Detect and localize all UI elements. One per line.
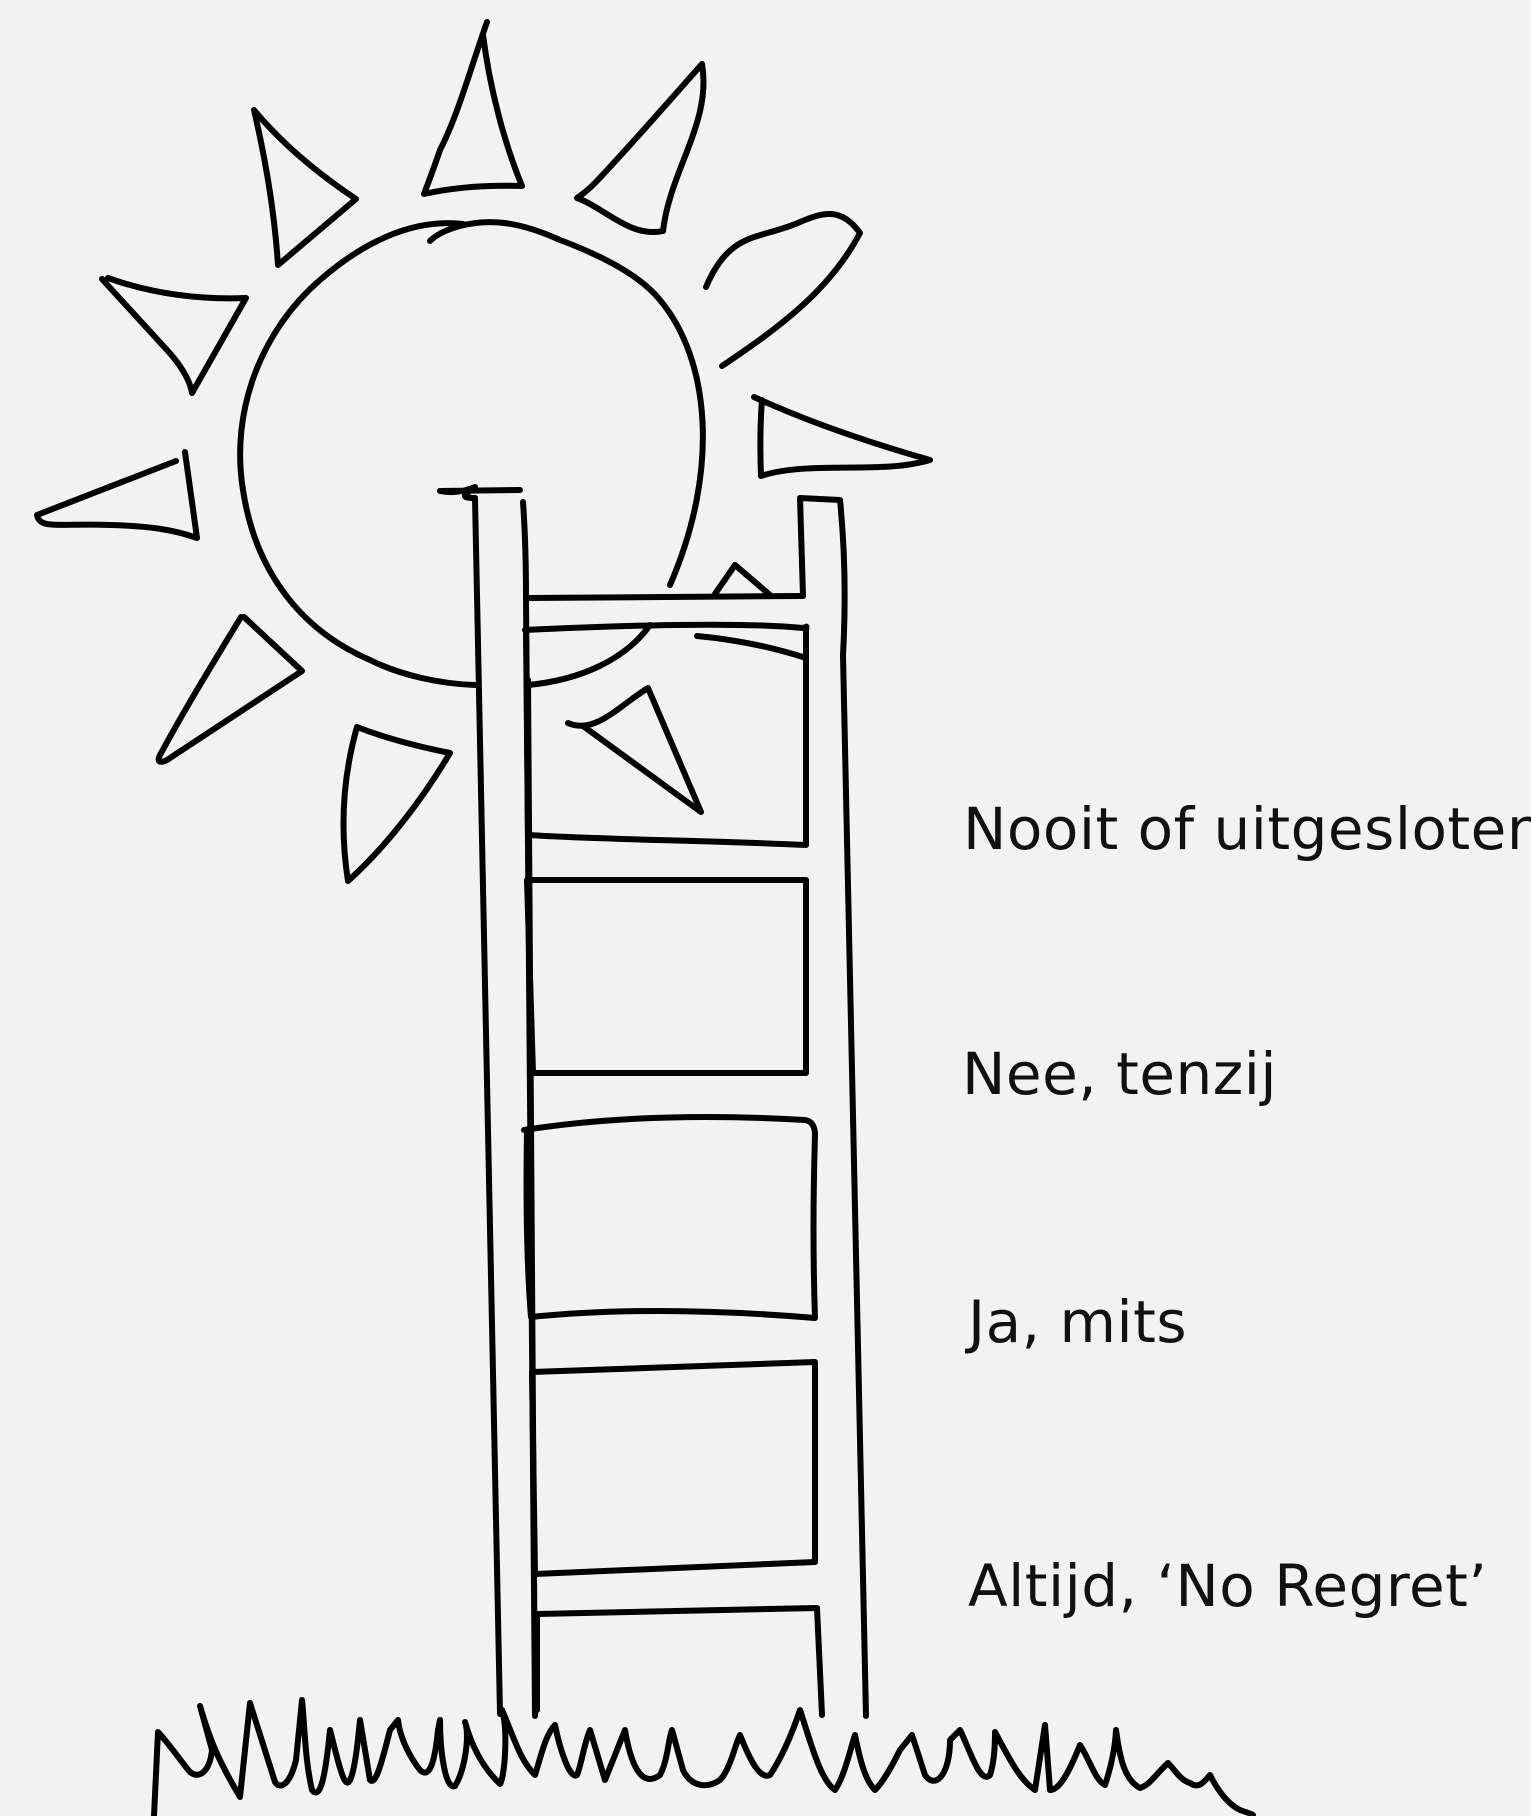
sun-ray-1 [424, 22, 522, 194]
sun-ray-5 [102, 278, 246, 393]
sun-ray-4 [706, 214, 860, 366]
ladder-label-no-unless: Nee, tenzij [962, 1045, 1277, 1103]
ladder [475, 498, 866, 1716]
ladder-label-never: Nooit of uitgesloten [963, 800, 1531, 858]
ladder-step-3 [524, 1117, 815, 1318]
sun-illustration [37, 22, 930, 881]
ladder-step-4 [532, 1362, 815, 1574]
grass-line [154, 1700, 1253, 1816]
sun-ray-9 [343, 727, 450, 881]
sun-ray-2 [577, 64, 704, 232]
sun-ray-8 [159, 617, 302, 762]
ladder-label-yes-provided: Ja, mits [968, 1293, 1187, 1351]
sun-ray-7 [37, 452, 197, 538]
ladder-right-rail [800, 498, 866, 1716]
sun-disc [240, 222, 703, 685]
sun-ray-11 [697, 565, 806, 658]
ladder-step-2 [527, 880, 806, 1073]
ladder-label-always-no-regret: Altijd, ‘No Regret’ [968, 1557, 1487, 1615]
ladder-step-5 [537, 1608, 822, 1715]
sun-ray-3 [254, 110, 356, 265]
sun-ray-10 [568, 688, 701, 812]
sun-ray-6 [754, 397, 930, 476]
ladder-rung-top [527, 596, 803, 598]
